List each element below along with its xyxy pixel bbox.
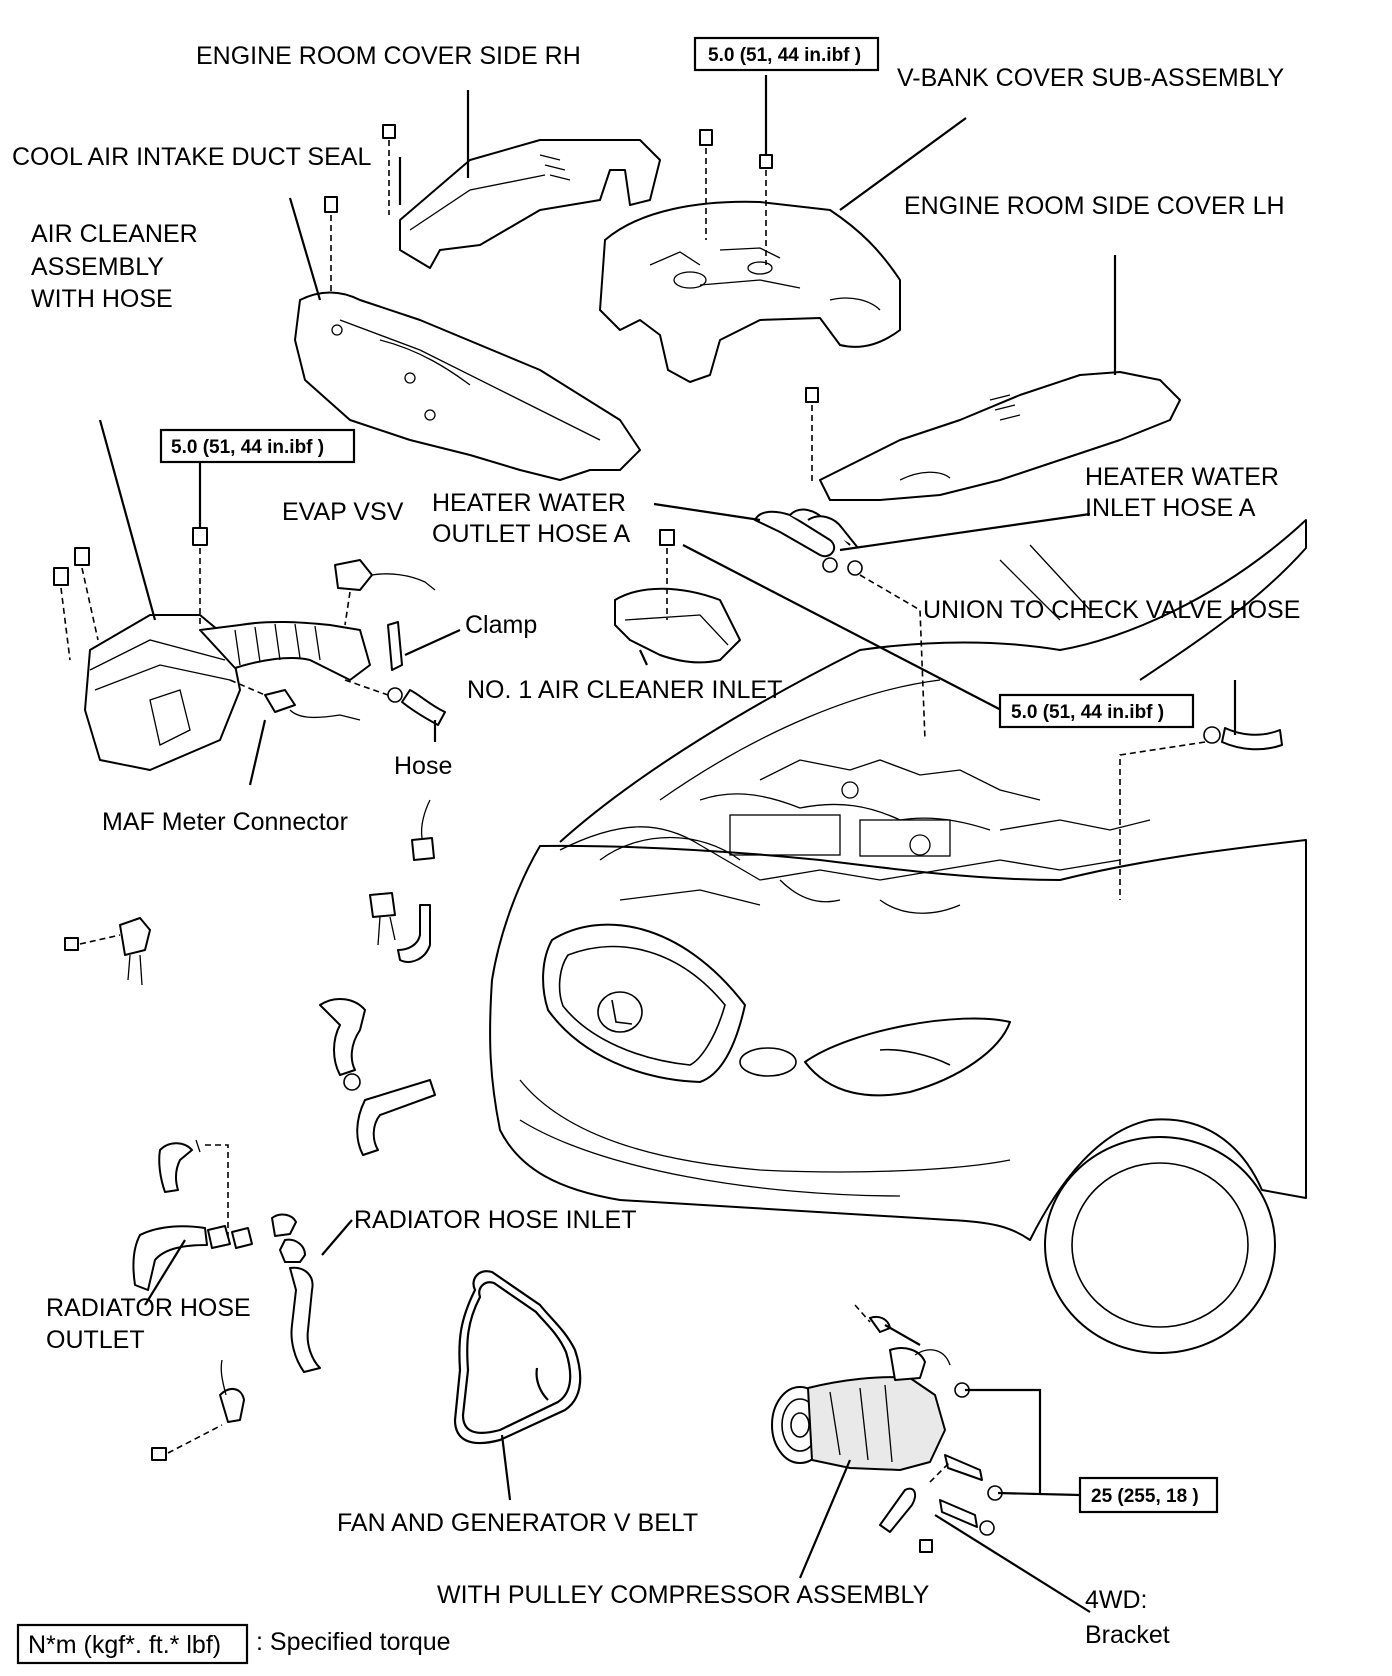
heater-water-hoses bbox=[754, 508, 926, 741]
engine-room-side-cover-lh bbox=[805, 371, 1181, 501]
torque-air-cleaner-text: 5.0 (51, 44 in.ibf ) bbox=[171, 437, 324, 458]
car-front-illustration bbox=[489, 519, 1307, 1354]
label-cool-air-intake-duct-seal: COOL AIR INTAKE DUCT SEAL bbox=[12, 143, 371, 171]
label-evap-vsv: EVAP VSV bbox=[282, 498, 404, 526]
radiator-hoses bbox=[132, 1213, 321, 1461]
label-air-cleaner-line1: AIR CLEANER bbox=[31, 220, 198, 248]
v-bank-cover-sub-assembly bbox=[599, 129, 901, 383]
union-to-check-valve-hose bbox=[1119, 726, 1283, 900]
label-v-belt: FAN AND GENERATOR V BELT bbox=[337, 1509, 698, 1537]
label-radiator-outlet-line1: RADIATOR HOSE bbox=[46, 1294, 251, 1322]
label-clamp: Clamp bbox=[465, 611, 537, 639]
air-cleaner-assembly bbox=[53, 527, 371, 771]
leader-lines bbox=[98, 75, 1237, 1613]
label-heater-inlet-line2: INLET HOSE A bbox=[1085, 494, 1256, 522]
torque-inlet-text: 5.0 (51, 44 in.ibf ) bbox=[1011, 702, 1164, 723]
torque-spec-inlet: 5.0 (51, 44 in.ibf ) bbox=[998, 693, 1195, 729]
legend-unit-box: N*m (kgf*. ft.* lbf) bbox=[28, 1631, 221, 1659]
label-union-hose: UNION TO CHECK VALVE HOSE bbox=[923, 596, 1300, 624]
clamp-and-hose bbox=[344, 621, 446, 726]
label-engine-room-side-cover-lh: ENGINE ROOM SIDE COVER LH bbox=[904, 192, 1285, 220]
label-air-cleaner-line3: WITH HOSE bbox=[31, 285, 173, 313]
torque-spec-vbank: 5.0 (51, 44 in.ibf ) bbox=[693, 36, 880, 72]
torque-compressor-text: 25 (255, 18 ) bbox=[1091, 1486, 1199, 1507]
fan-and-generator-v-belt bbox=[453, 1270, 582, 1445]
label-heater-outlet-line1: HEATER WATER bbox=[432, 489, 626, 517]
torque-spec-air-cleaner: 5.0 (51, 44 in.ibf ) bbox=[159, 428, 356, 464]
evap-vsv bbox=[334, 559, 436, 626]
label-heater-outlet-line2: OUTLET HOSE A bbox=[432, 520, 631, 548]
legend-specified-torque: : Specified torque bbox=[256, 1628, 451, 1656]
label-bracket: Bracket bbox=[1085, 1621, 1170, 1649]
engine-room-cover-side-rh bbox=[382, 124, 661, 269]
legend: N*m (kgf*. ft.* lbf) : Specified torque bbox=[16, 1623, 451, 1665]
label-engine-room-cover-side-rh: ENGINE ROOM COVER SIDE RH bbox=[196, 42, 581, 70]
torque-vbank-text: 5.0 (51, 44 in.ibf ) bbox=[708, 45, 861, 66]
label-maf-meter-connector: MAF Meter Connector bbox=[102, 808, 348, 836]
no1-air-cleaner-inlet bbox=[614, 529, 741, 664]
label-hose: Hose bbox=[394, 752, 452, 780]
cool-air-intake-duct-seal bbox=[294, 196, 641, 481]
label-v-bank-cover: V-BANK COVER SUB-ASSEMBLY bbox=[897, 64, 1284, 92]
label-compressor: WITH PULLEY COMPRESSOR ASSEMBLY bbox=[437, 1581, 930, 1609]
label-no1-air-cleaner-inlet: NO. 1 AIR CLEANER INLET bbox=[467, 676, 782, 704]
torque-spec-compressor: 25 (255, 18 ) bbox=[1078, 1476, 1219, 1514]
label-radiator-outlet-line2: OUTLET bbox=[46, 1326, 145, 1354]
label-heater-inlet-line1: HEATER WATER bbox=[1085, 463, 1279, 491]
compressor-assembly bbox=[771, 1304, 1003, 1553]
label-4wd: 4WD: bbox=[1085, 1586, 1148, 1614]
misc-hoses-and-connectors bbox=[64, 799, 436, 1240]
label-radiator-hose-inlet: RADIATOR HOSE INLET bbox=[354, 1206, 636, 1234]
label-air-cleaner-line2: ASSEMBLY bbox=[31, 253, 164, 281]
